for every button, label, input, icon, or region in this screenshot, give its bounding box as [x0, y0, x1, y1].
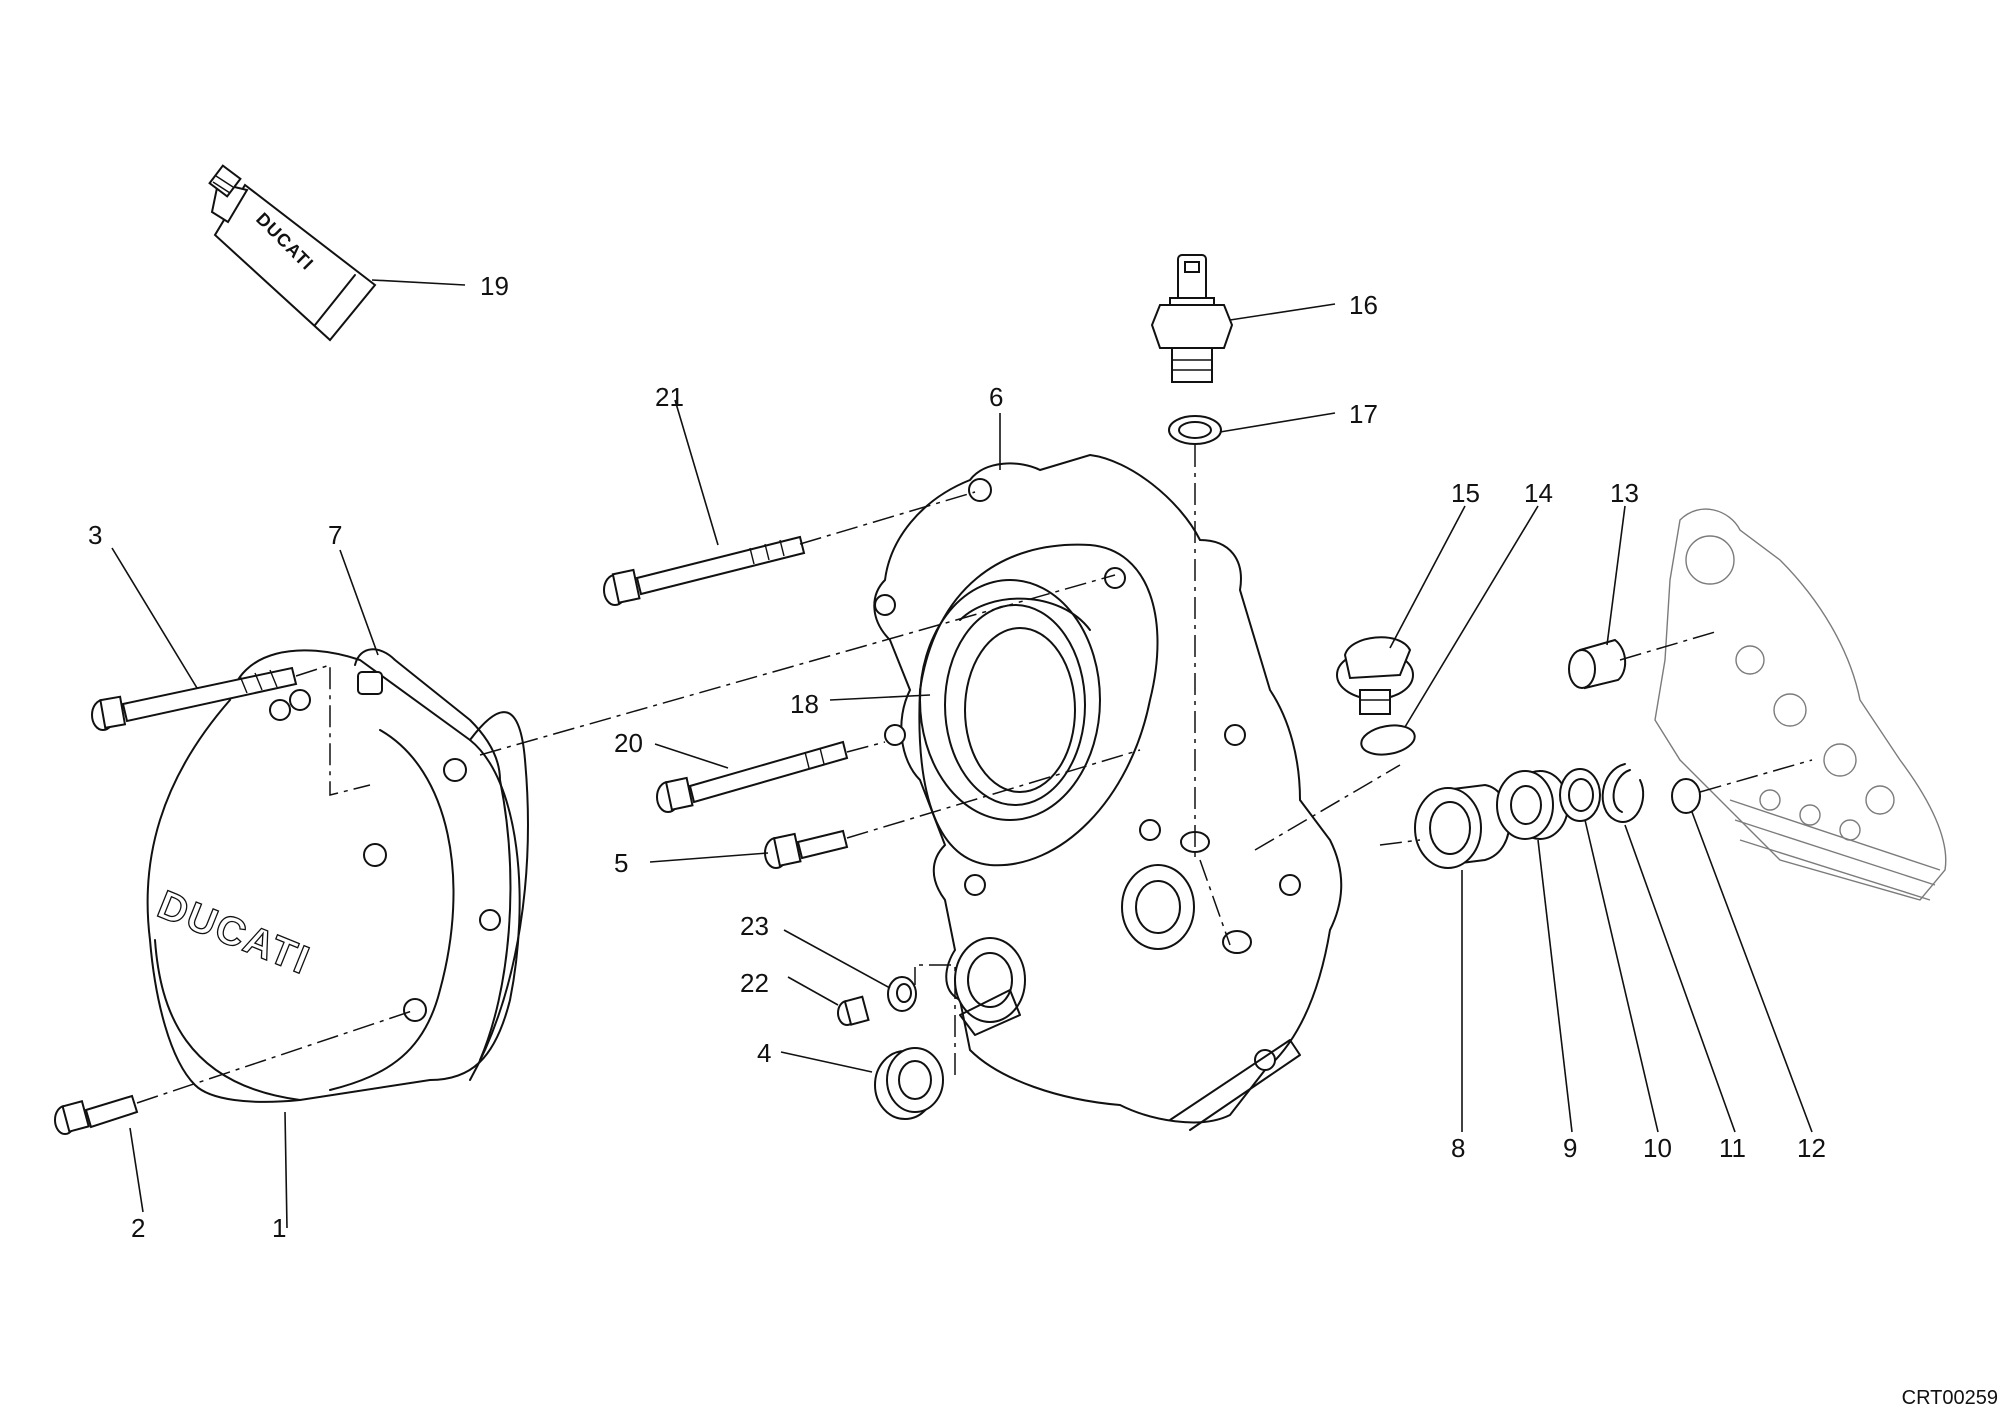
- callout-12: 12: [1797, 1133, 1826, 1163]
- callout-19: 19: [480, 271, 509, 301]
- callout-15: 15: [1451, 478, 1480, 508]
- callout-9: 9: [1563, 1133, 1577, 1163]
- cover-gasket-part-7: [354, 648, 512, 1061]
- leader-lines: [111, 279, 1813, 1229]
- callout-14: 14: [1524, 478, 1553, 508]
- spacer-part-9: [1496, 770, 1569, 840]
- sensor-part-16: [1150, 254, 1234, 383]
- filler-cap-part-15: [1336, 636, 1414, 715]
- callout-21: 21: [655, 382, 684, 412]
- callout-20: 20: [614, 728, 643, 758]
- callout-1: 1: [272, 1213, 286, 1243]
- screw-part-20: [656, 740, 849, 813]
- bushing-part-8: [1414, 783, 1511, 869]
- callout-13: 13: [1610, 478, 1639, 508]
- screw-part-21: [603, 535, 806, 606]
- washer-part-10: [1559, 768, 1601, 822]
- callout-23: 23: [740, 911, 769, 941]
- engine-crankcase-background: [1654, 508, 1947, 901]
- callout-labels: 1 2 3 4 5 6 7 8 9 10 11 12 13 14 15 16 1…: [88, 271, 1826, 1243]
- oil-seal-part-4: [874, 1047, 944, 1120]
- sealant-tube-part-19: DUCATI: [208, 164, 377, 342]
- callout-7: 7: [328, 520, 342, 550]
- crankcase-cover-part-6: [873, 453, 1343, 1131]
- callout-4: 4: [757, 1038, 771, 1068]
- callout-18: 18: [790, 689, 819, 719]
- callout-2: 2: [131, 1213, 145, 1243]
- dowel-part-13: [1568, 638, 1627, 690]
- callout-16: 16: [1349, 290, 1378, 320]
- plug-part-22: [837, 995, 870, 1026]
- screw-part-2: [54, 1094, 139, 1135]
- callout-17: 17: [1349, 399, 1378, 429]
- callout-5: 5: [614, 848, 628, 878]
- seal-part-18: [959, 597, 1091, 631]
- callout-22: 22: [740, 968, 769, 998]
- clutch-cover-part-1: DUCATI: [146, 649, 529, 1103]
- o-ring-part-14: [1360, 724, 1416, 756]
- o-ring-part-12: [1671, 778, 1701, 814]
- circlip-part-11: [1601, 763, 1645, 823]
- callout-6: 6: [989, 382, 1003, 412]
- washer-part-17: [1168, 415, 1222, 445]
- callout-8: 8: [1451, 1133, 1465, 1163]
- callout-10: 10: [1643, 1133, 1672, 1163]
- callout-11: 11: [1719, 1133, 1746, 1163]
- callout-3: 3: [88, 520, 102, 550]
- drawing-code: CRT00259: [1902, 1387, 1998, 1409]
- screw-part-3: [91, 666, 298, 731]
- screw-part-5: [764, 829, 849, 869]
- assembly-center-lines: [136, 445, 1813, 1104]
- washer-part-23: [887, 976, 917, 1012]
